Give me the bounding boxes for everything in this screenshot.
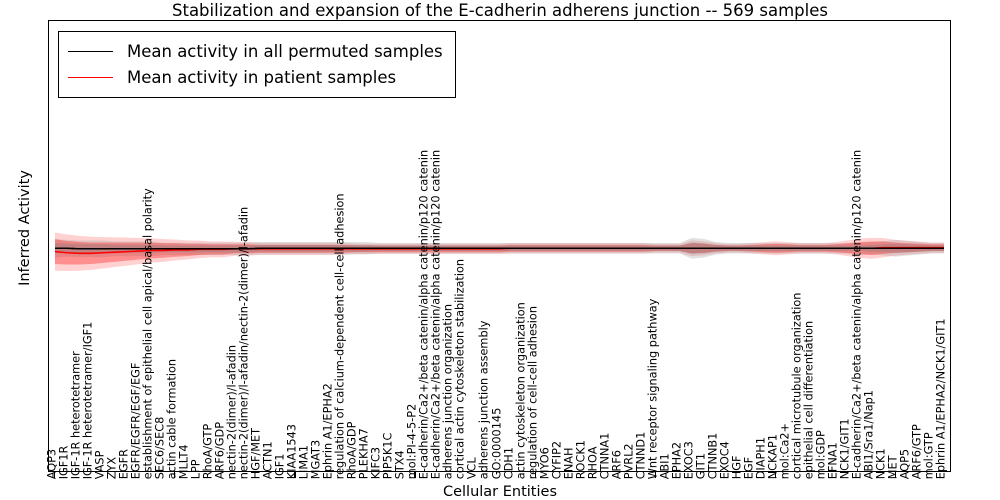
x-tick-mark [894, 472, 897, 478]
x-tick-mark [174, 472, 176, 478]
x-tick-mark [654, 472, 656, 478]
y-axis-label: Inferred Activity [17, 170, 33, 286]
x-tick-mark [774, 472, 777, 478]
legend-item-patient: Mean activity in patient samples [68, 64, 443, 90]
legend-label-patient: Mean activity in patient samples [127, 67, 397, 87]
chart-title: Stabilization and expansion of the E-cad… [172, 1, 828, 20]
chart-legend: Mean activity in all permuted samples Me… [58, 31, 456, 98]
legend-label-permuted: Mean activity in all permuted samples [127, 41, 443, 61]
x-tick-mark [294, 472, 296, 478]
series-canvas [54, 232, 944, 272]
legend-item-permuted: Mean activity in all permuted samples [68, 38, 443, 64]
x-tick-mark [54, 472, 56, 478]
patient-band [55, 239, 944, 265]
x-tick-mark [534, 472, 536, 478]
legend-swatch-black-line [68, 50, 113, 52]
plot-area [48, 20, 951, 472]
patient-outer-band [55, 232, 944, 272]
permuted-mean-dashes [55, 247, 944, 250]
x-tick-mark [414, 472, 416, 478]
legend-swatch-red-line [68, 76, 113, 78]
x-axis-label: Cellular Entities [442, 484, 558, 500]
